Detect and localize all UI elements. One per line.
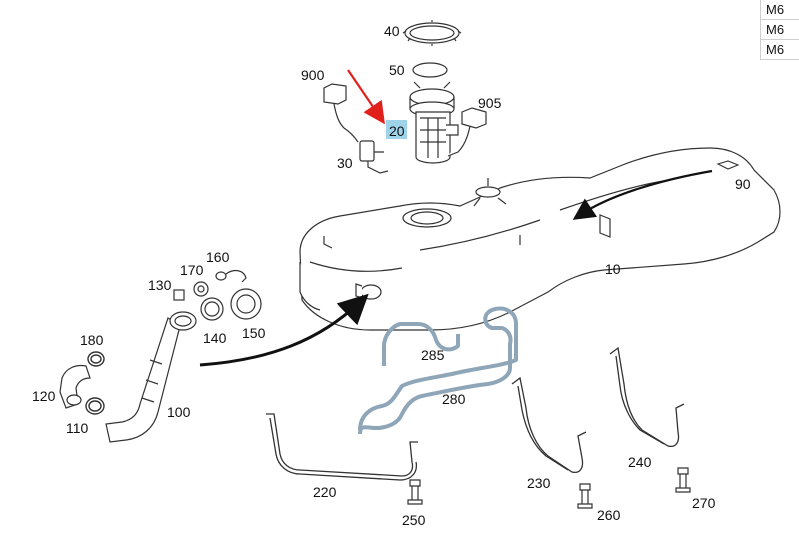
parts-table-fragment: M6 M6 M6 [760, 0, 799, 60]
callout-10[interactable]: 10 [605, 261, 621, 277]
callout-160[interactable]: 160 [206, 249, 230, 265]
table-cell: M6 [761, 40, 799, 60]
clamp-110-drawing [86, 398, 104, 414]
strap-240-drawing [610, 348, 684, 446]
callout-180[interactable]: 180 [80, 332, 104, 348]
callout-280[interactable]: 280 [442, 391, 466, 407]
seal-ring-40-drawing [403, 20, 461, 46]
callout-270[interactable]: 270 [692, 495, 716, 511]
callout-130[interactable]: 130 [148, 277, 172, 293]
callout-50[interactable]: 50 [389, 62, 405, 78]
callout-30[interactable]: 30 [337, 155, 353, 171]
callout-110[interactable]: 110 [66, 420, 89, 436]
callout-150[interactable]: 150 [242, 325, 266, 341]
callout-250[interactable]: 250 [402, 512, 426, 528]
callout-170[interactable]: 170 [180, 262, 204, 278]
callout-905[interactable]: 905 [478, 95, 502, 111]
o-ring-50-drawing [413, 63, 447, 77]
callout-120[interactable]: 120 [32, 388, 56, 404]
filler-neck-100-drawing [106, 312, 196, 442]
callout-220[interactable]: 220 [313, 484, 337, 500]
sensor-900-drawing [324, 84, 388, 173]
callout-90[interactable]: 90 [735, 176, 751, 192]
callout-230[interactable]: 230 [527, 475, 551, 491]
callout-140[interactable]: 140 [203, 330, 227, 346]
strap-230-drawing [512, 378, 586, 472]
callout-240[interactable]: 240 [628, 454, 652, 470]
highlight-arrow [348, 70, 380, 117]
callout-20[interactable]: 20 [389, 123, 405, 139]
fuel-tank-10-drawing [300, 148, 780, 330]
table-row[interactable]: M6 [761, 20, 799, 40]
callout-285[interactable]: 285 [421, 347, 445, 363]
fuel-pump-module-20-drawing [410, 82, 458, 163]
callout-900[interactable]: 900 [301, 67, 325, 83]
table-cell: M6 [761, 20, 799, 40]
table-cell: M6 [761, 0, 799, 20]
table-row[interactable]: M6 [761, 40, 799, 60]
clamp-180-drawing [88, 352, 104, 366]
callout-260[interactable]: 260 [597, 507, 621, 523]
table-row[interactable]: M6 [761, 0, 799, 20]
hose-120-drawing [60, 366, 90, 409]
callout-40[interactable]: 40 [384, 23, 400, 39]
callout-100[interactable]: 100 [167, 404, 191, 420]
